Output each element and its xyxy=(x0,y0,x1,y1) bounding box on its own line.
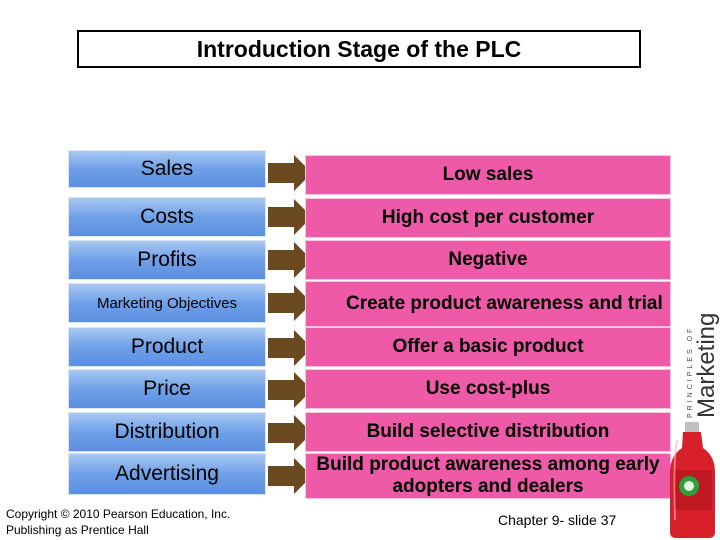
row-value-profits: Negative xyxy=(305,240,671,280)
row-label-costs: Costs xyxy=(68,197,266,237)
row-label-profits: Profits xyxy=(68,240,266,280)
row-value-distribution: Build selective distribution xyxy=(305,412,671,452)
row-label-price: Price xyxy=(68,369,266,409)
slide-title: Introduction Stage of the PLC xyxy=(77,30,641,68)
row-label-sales: Sales xyxy=(68,150,266,188)
row-value-price: Use cost-plus xyxy=(305,369,671,409)
copyright-notice: Copyright © 2010 Pearson Education, Inc.… xyxy=(6,506,230,538)
row-label-advertising: Advertising xyxy=(68,453,266,495)
row-label-product: Product xyxy=(68,327,266,367)
row-label-marketing-objectives: Marketing Objectives xyxy=(68,283,266,323)
row-label-distribution: Distribution xyxy=(68,412,266,452)
brand-large-text: Marketing xyxy=(693,313,720,418)
row-value-advertising: Build product awareness among early adop… xyxy=(305,453,671,499)
row-value-costs: High cost per customer xyxy=(305,198,671,238)
copyright-line-1: Copyright © 2010 Pearson Education, Inc. xyxy=(6,506,230,522)
row-value-marketing-objectives: Create product awareness and trial xyxy=(305,281,671,327)
chapter-slide-label: Chapter 9- slide 37 xyxy=(498,512,616,528)
bottle-image xyxy=(665,420,720,540)
marketing-logo: PRINCIPLES OF Marketing xyxy=(680,280,720,420)
row-value-sales: Low sales xyxy=(305,155,671,195)
copyright-line-2: Publishing as Prentice Hall xyxy=(6,522,230,538)
row-value-product: Offer a basic product xyxy=(305,327,671,367)
